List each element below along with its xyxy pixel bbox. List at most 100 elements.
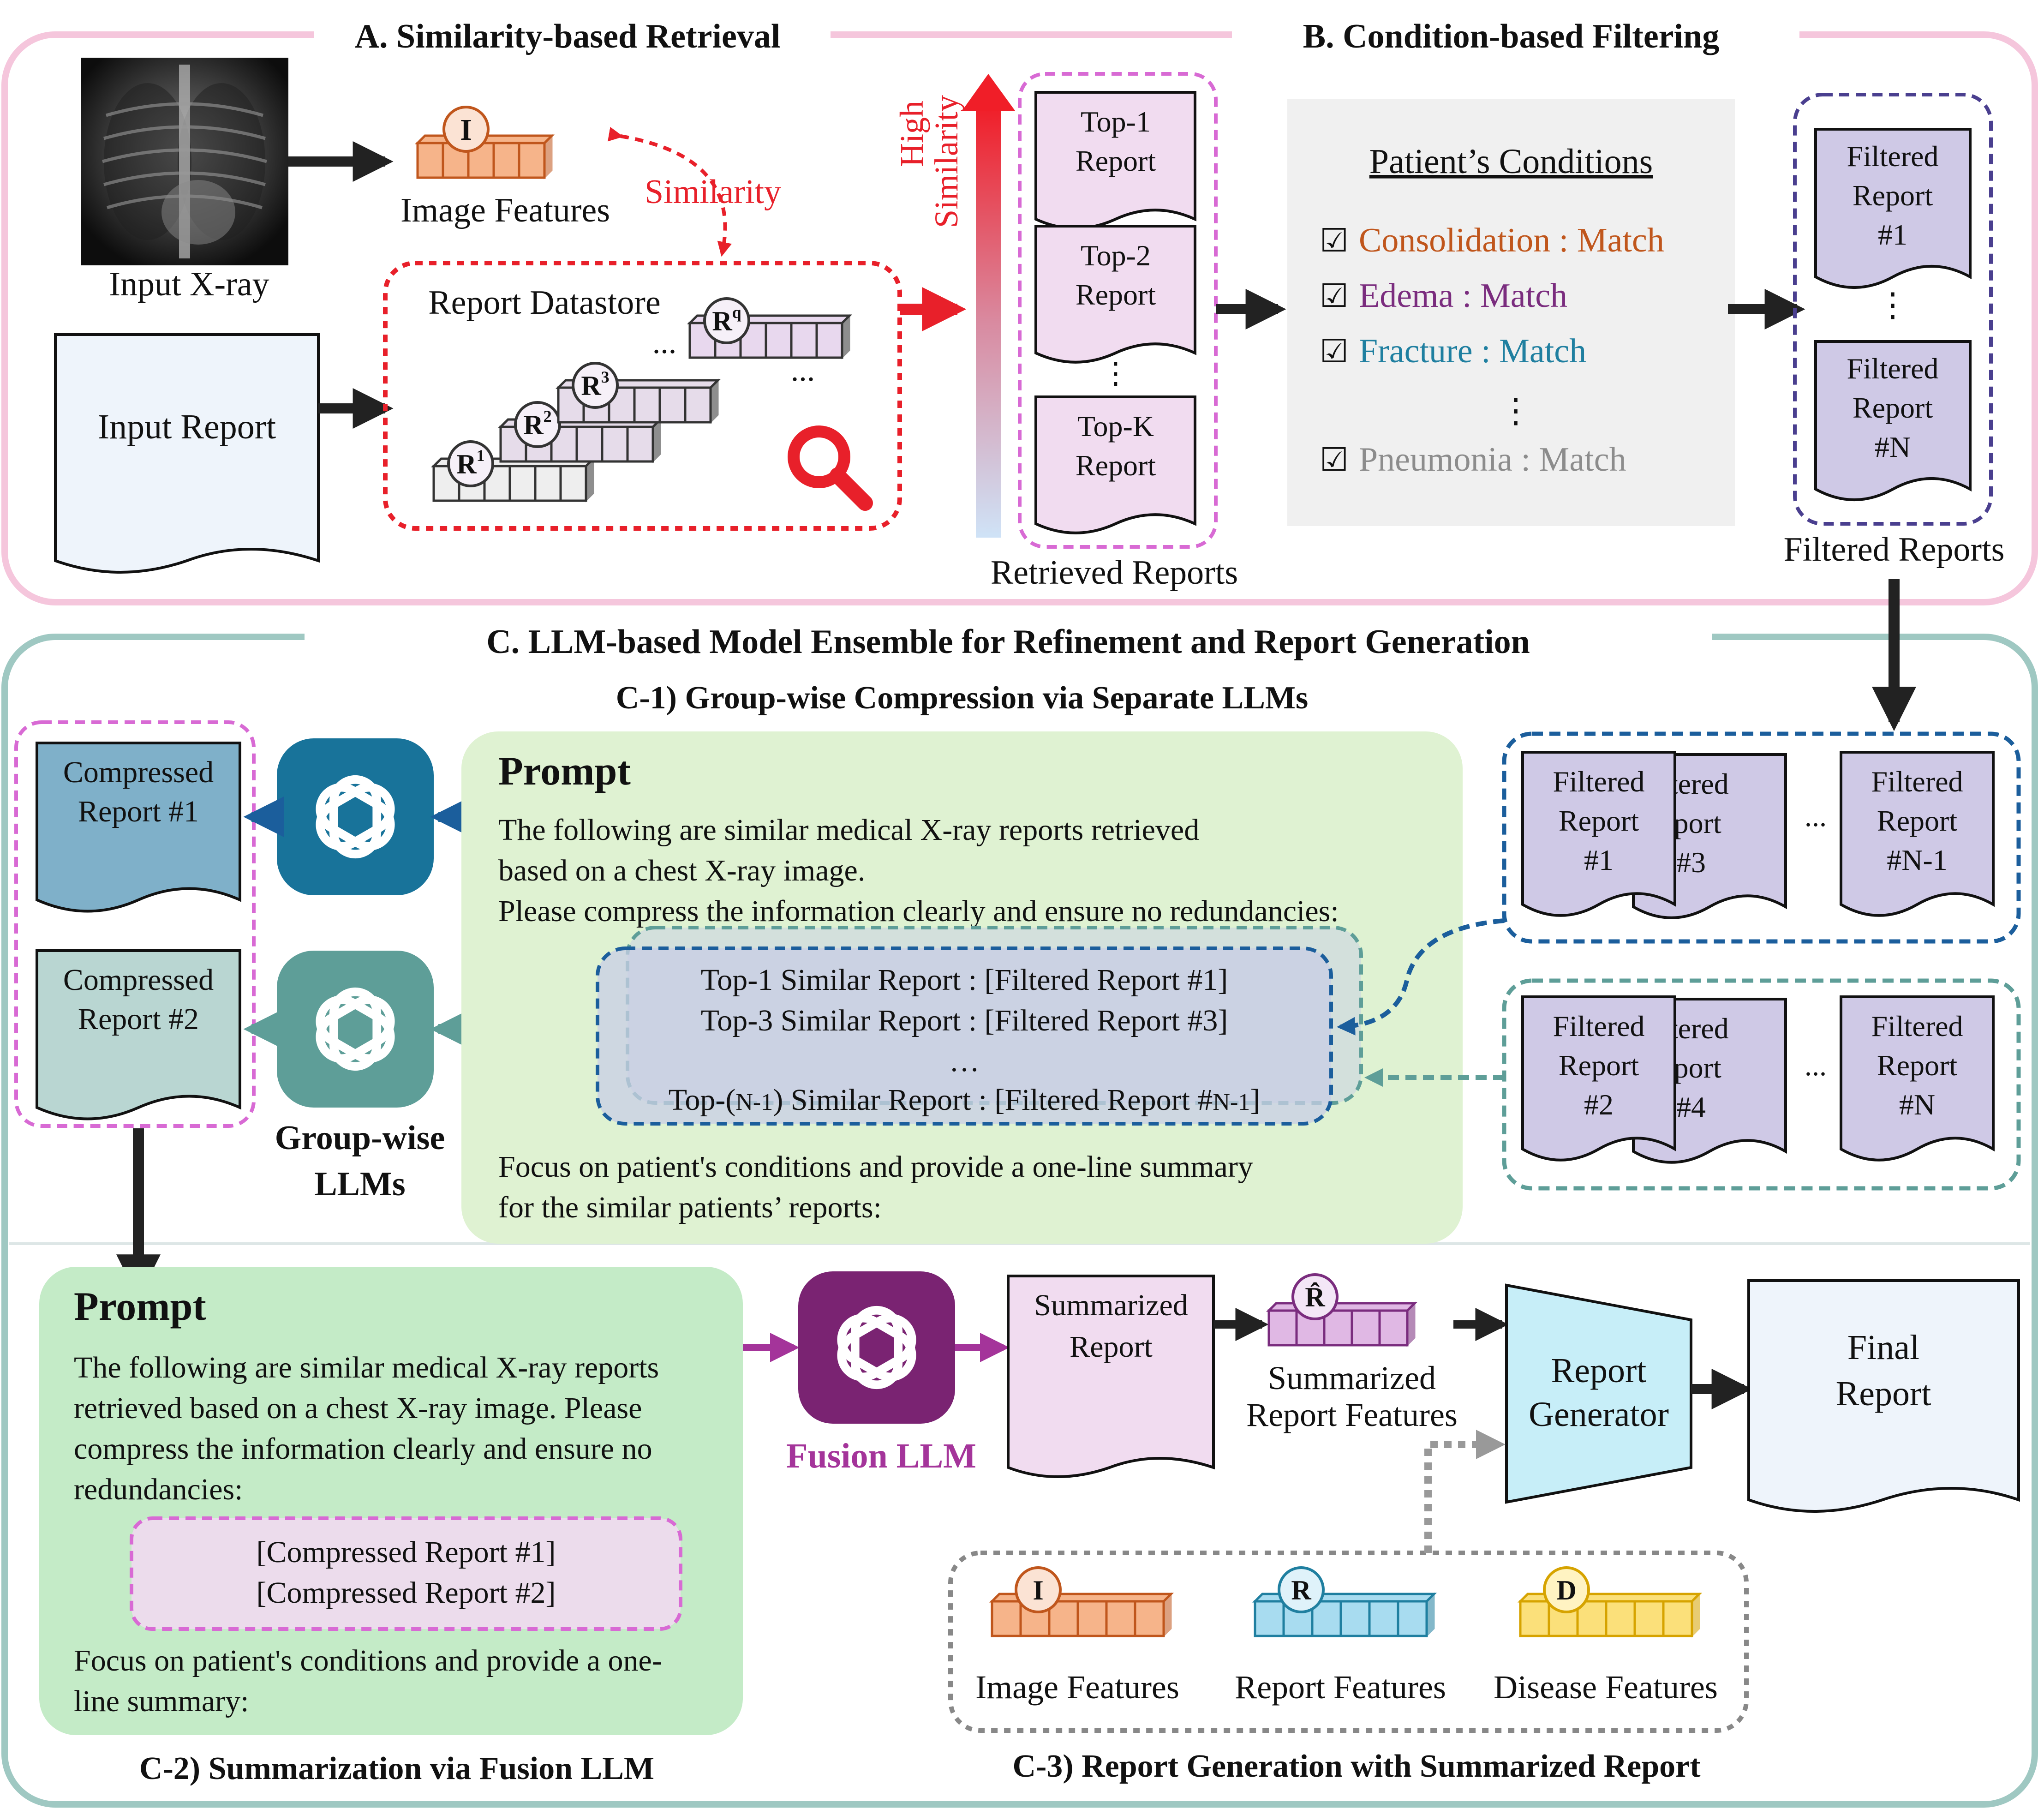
even-group-ellipsis: ... — [1805, 1049, 1827, 1082]
even-group-box — [1502, 978, 2021, 1191]
odd-group-reports: ilteredeport#3FilteredReport#1FilteredRe… — [1521, 751, 1995, 919]
prompt-2-line-2: retrieved based on a chest X-ray image. … — [74, 1391, 642, 1425]
prompt-1-lines: The following are similar medical X-ray … — [498, 813, 1339, 928]
retrieved-report-3 — [1034, 395, 1196, 534]
condition-3: Fracture : Match — [1359, 332, 1586, 370]
report-datastore-box — [383, 261, 902, 531]
retrieved-reports-label: Retrieved Reports — [991, 554, 1238, 592]
condition-checkbox-3: ☑ — [1320, 334, 1349, 370]
features-box — [948, 1551, 1749, 1733]
arrow-odd-group-to-prompt — [1337, 918, 1505, 1036]
section-b-title: B. Condition-based Filtering — [1303, 18, 1720, 55]
retrieved-report-2-line-1: Top-2 — [1081, 239, 1151, 272]
image-feature-circle: I — [442, 106, 490, 153]
image-feature-vector: I — [414, 106, 555, 180]
fusion-llm-icon — [798, 1271, 955, 1424]
odd-group-report-1 — [1521, 751, 1676, 917]
feature-circle-1-letter: I — [1033, 1575, 1043, 1605]
input-xray-label: Input X-ray — [109, 265, 269, 303]
filtered-report-2-line-2: Report — [1853, 391, 1933, 424]
compressed-reports-box — [14, 720, 256, 1128]
compressed-report-2-line-2: Report #2 — [78, 1002, 199, 1036]
summarized-feature-circle-letter: R̂ — [1305, 1282, 1325, 1312]
retrieved-report-3-line-1: Top-K — [1077, 410, 1154, 443]
image-features-label: Image Features — [400, 192, 610, 229]
final-report-line-2: Report — [1836, 1374, 1931, 1413]
feature-circle-3-letter: D — [1556, 1575, 1576, 1605]
report-generator-line-2: Generator — [1529, 1395, 1669, 1434]
datastore-label: Report Datastore — [428, 284, 660, 322]
prompt-1-line-3: Please compress the information clearly … — [498, 894, 1339, 928]
prompt-1-inner-lines: Top-1 Similar Report : [Filtered Report … — [701, 963, 1228, 1078]
groupwise-label-1: Group-wise — [275, 1119, 445, 1157]
filtered-report-1-line-1: Filtered — [1847, 140, 1938, 173]
retrieved-report-3-line-2: Report — [1076, 449, 1156, 482]
even-group-report-3-line-3: #N — [1899, 1088, 1935, 1121]
odd-group-report-1-line-2: Report — [1559, 804, 1639, 837]
arrow-features-to-generator-dotted — [1424, 1430, 1506, 1553]
datastore-key-4: Rq — [703, 297, 750, 344]
condition-4: Pneumonia : Match — [1359, 441, 1626, 479]
filtered-report-1-line-2: Report — [1853, 179, 1933, 212]
prompt-2-footer-line-1: Focus on patient's conditions and provid… — [74, 1644, 662, 1677]
conditions-title: Patient’s Conditions — [1369, 142, 1653, 181]
odd-group-report-3-line-1: Filtered — [1871, 765, 1963, 798]
groupwise-label-2: LLMs — [314, 1165, 405, 1203]
prompt-2-line-4: redundancies: — [74, 1473, 243, 1506]
similarity-label: Similarity — [645, 173, 781, 211]
similarity-gradient-arrowhead — [962, 74, 1015, 111]
condition-1: Consolidation : Match — [1359, 222, 1664, 259]
input-report-doc — [54, 333, 320, 574]
prompt-2-line-3: compress the information clearly and ens… — [74, 1432, 652, 1466]
section-a-b-frame — [1, 31, 2038, 605]
patient-conditions-panel — [1287, 99, 1735, 526]
prompt-1-line-2: based on a chest X-ray image. — [498, 854, 865, 887]
filtered-reports-box — [1793, 93, 1993, 526]
prompt-2-inner-line-2: [Compressed Report #2] — [257, 1576, 556, 1610]
filtered-report-1-line-3: #1 — [1878, 218, 1907, 251]
c1-title: C-1) Group-wise Compression via Separate… — [616, 680, 1308, 716]
condition-2: Edema : Match — [1359, 277, 1567, 315]
even-group-report-1-line-2: Report — [1559, 1049, 1639, 1082]
compressed-report-1 — [36, 742, 241, 913]
conditions-dots: ⋮ — [1499, 392, 1533, 430]
summarized-feature-cells — [1266, 1301, 1418, 1347]
input-report-label: Input Report — [98, 407, 276, 446]
prompt-2-inner — [130, 1516, 682, 1631]
image-feature-circle-letter: I — [460, 113, 472, 147]
datastore-key-1: R1 — [447, 440, 494, 487]
feature-circle-1: I — [1015, 1566, 1062, 1613]
report-generator-block — [1505, 1283, 1692, 1504]
summarized-report-line-2: Report — [1070, 1330, 1153, 1364]
odd-group-report-3 — [1840, 751, 1995, 917]
datastore-key-2: R2 — [514, 401, 561, 448]
c3-title: C-3) Report Generation with Summarized R… — [1012, 1749, 1700, 1784]
summarized-report-line-1: Summarized — [1034, 1288, 1188, 1322]
feature-label-1: Image Features — [975, 1669, 1179, 1706]
even-group-report-1-line-1: Filtered — [1553, 1010, 1644, 1042]
high-similarity-label-2: Similarity — [928, 95, 965, 228]
summarized-feature-circle: R̂ — [1291, 1273, 1339, 1320]
search-icon — [788, 425, 873, 511]
prompt-1-line-1: The following are similar medical X-ray … — [498, 813, 1199, 847]
retrieved-dots: ⋮ — [1101, 357, 1130, 389]
prompt-2-inner-line-1: [Compressed Report #1] — [257, 1535, 556, 1569]
odd-group-report-2-line-3: #3 — [1676, 846, 1706, 879]
feature-circle-3: D — [1543, 1566, 1590, 1613]
feature-circle-2-letter: R — [1291, 1575, 1311, 1605]
condition-checkbox-1: ☑ — [1320, 223, 1349, 259]
filtered-report-2-line-1: Filtered — [1847, 352, 1938, 385]
summarized-features-line-1: Summarized — [1268, 1360, 1436, 1396]
even-group-report-1-line-3: #2 — [1584, 1088, 1614, 1121]
groupwise-llm-1-icon — [277, 738, 434, 895]
prompt-2-footer: Focus on patient's conditions and provid… — [74, 1644, 662, 1718]
retrieved-report-2 — [1034, 225, 1196, 364]
odd-group-ellipsis: ... — [1805, 800, 1827, 833]
datastore-key-3: R3 — [572, 362, 619, 409]
prompt-1-heading: Prompt — [498, 749, 631, 794]
datastore-ellipsis-2: ... — [791, 353, 815, 388]
filtered-report-2 — [1814, 340, 1972, 502]
prompt-2-footer-line-2: line summary: — [74, 1684, 249, 1718]
